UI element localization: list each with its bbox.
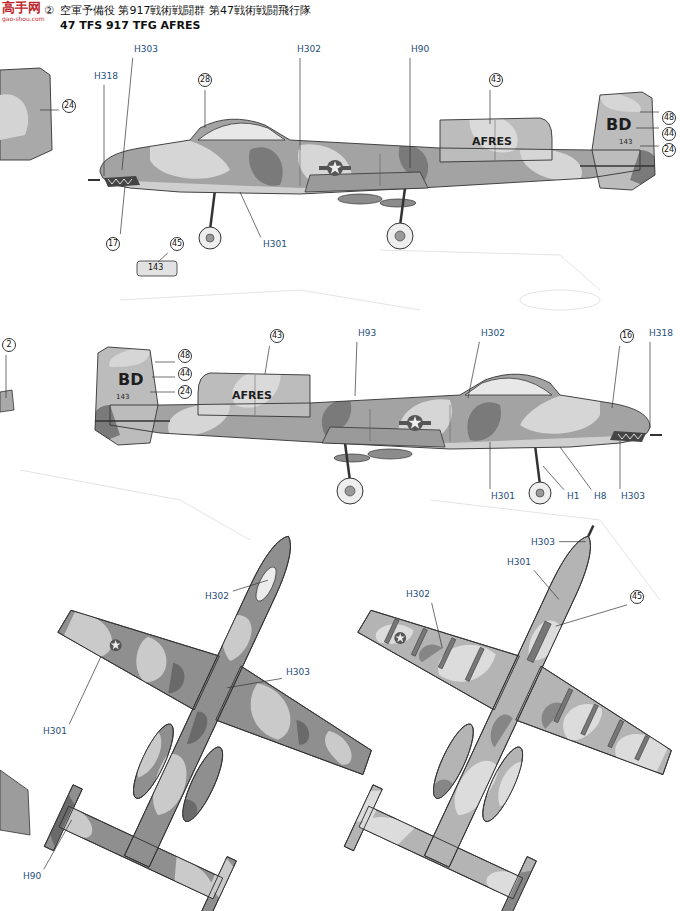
callout-number: 28 — [198, 73, 212, 87]
paint-code: H303 — [285, 668, 311, 678]
callout-number: 44 — [662, 127, 676, 141]
leader-line — [158, 253, 168, 262]
paint-code: H301 — [490, 492, 516, 502]
callout-number: 43 — [489, 73, 503, 87]
marking-text: 143 — [619, 139, 632, 147]
leader-line — [534, 570, 559, 599]
leader-line — [40, 110, 59, 111]
paint-code: H301 — [42, 727, 68, 737]
leader-line — [233, 580, 268, 591]
leader-line — [69, 657, 101, 724]
paint-code: H90 — [22, 872, 42, 882]
leader-line — [650, 342, 651, 428]
leader-line — [355, 342, 357, 396]
marking-text: BD — [118, 371, 143, 389]
leader-line — [556, 605, 627, 626]
leader-line — [543, 466, 564, 490]
paint-code: H302 — [480, 329, 506, 339]
leader-line — [640, 146, 659, 147]
paint-code: H302 — [204, 592, 230, 602]
marking-text: AFRES — [472, 136, 512, 148]
leader-line — [640, 112, 659, 113]
decal-number: 143 — [148, 264, 163, 273]
leader-line — [152, 377, 175, 378]
leader-line — [620, 441, 621, 489]
leader-line — [120, 186, 125, 234]
paint-code: H303 — [530, 538, 556, 548]
callout-number: 43 — [270, 329, 284, 343]
leader-line — [240, 192, 261, 237]
paint-code: H318 — [93, 72, 119, 82]
watermark: 高手网 — [2, 1, 41, 15]
paint-code: H301 — [262, 240, 288, 250]
leader-line — [122, 58, 133, 170]
leader-line — [227, 678, 282, 687]
subtitle-text: 47 TFS 917 TFG AFRES — [60, 20, 201, 32]
leader-line — [560, 447, 591, 490]
paint-code: H301 — [506, 558, 532, 568]
callout-number: 2 — [2, 338, 16, 352]
leader-line — [636, 128, 659, 129]
callout-number: 24 — [62, 99, 76, 113]
leader-line — [6, 355, 7, 398]
leader-line — [205, 90, 206, 128]
callout-number: 24 — [662, 143, 676, 157]
marking-text: BD — [606, 116, 631, 134]
paint-code: H302 — [296, 45, 322, 55]
leader-line — [150, 392, 175, 393]
callout-number: 17 — [106, 237, 120, 251]
paint-code: H303 — [133, 45, 159, 55]
leader-line — [432, 603, 443, 648]
marking-text: AFRES — [232, 390, 272, 402]
leader-line — [104, 85, 105, 176]
paint-code: H93 — [357, 329, 377, 339]
marking-text: 143 — [116, 394, 129, 402]
title-text: ② — [44, 5, 54, 17]
callout-number: 45 — [170, 237, 184, 251]
callout-number: 24 — [178, 385, 192, 399]
callout-number: 44 — [178, 367, 192, 381]
title-text: 空軍予備役 第917戦術戦闘群 第47戦術戦闘飛行隊 — [60, 5, 311, 17]
callout-number: 16 — [620, 329, 634, 343]
leader-line — [155, 362, 175, 363]
leader-line — [490, 442, 491, 489]
callout-number: 45 — [630, 590, 644, 604]
paint-code: H8 — [593, 492, 608, 502]
paint-code: H302 — [405, 590, 431, 600]
leader-line — [468, 342, 479, 398]
leader-line — [300, 58, 301, 150]
paint-code: H318 — [648, 329, 674, 339]
paint-code: H1 — [566, 492, 581, 502]
watermark: gao-shou.com — [2, 16, 45, 23]
paint-code: H303 — [620, 492, 646, 502]
callout-number: 48 — [662, 111, 676, 125]
leader-line — [559, 541, 586, 542]
leader-line — [265, 346, 270, 374]
callout-number: 48 — [178, 349, 192, 363]
paint-code: H90 — [410, 45, 430, 55]
leader-line — [410, 58, 411, 168]
leader-line — [44, 820, 72, 870]
leader-line — [490, 90, 491, 124]
leader-line — [612, 346, 620, 408]
